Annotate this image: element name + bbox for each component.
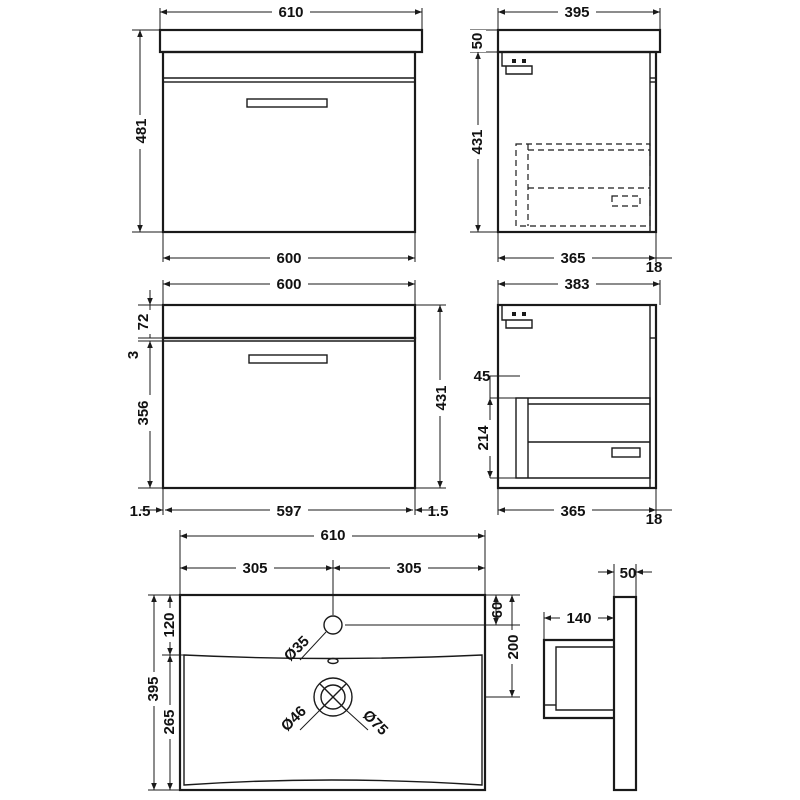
mid-drawer-handle: [248, 354, 328, 364]
dim-side-body-height: 431: [469, 129, 486, 154]
front-elevation-top: 610 481 600: [130, 2, 424, 268]
drawer-front: [162, 81, 416, 233]
side-mid-bracket: [501, 305, 533, 329]
dim-side-mid-depth-top: 383: [564, 276, 589, 293]
dim-side-mid-depth-bottom: 365: [560, 503, 585, 520]
mid-drawer-front: [161, 336, 417, 490]
dim-side-back-gap: 18: [646, 259, 663, 276]
dim-side-top-depth: 395: [564, 4, 589, 21]
dim-basin-rear-depth: 120: [161, 612, 178, 637]
mid-top-band: [161, 303, 417, 340]
side-elevation-mid: 383 45 214 365 18: [472, 274, 672, 528]
waste-inner: [320, 684, 346, 710]
dim-mid-left-margin: 1.5: [130, 503, 151, 520]
dim-side-bottom-depth: 365: [560, 250, 585, 267]
dim-side-mid-offset: 45: [474, 368, 491, 385]
basin-bowl: [183, 654, 483, 786]
basin-outline: [178, 593, 487, 792]
dim-side-top-thickness: 50: [469, 33, 486, 50]
side-elevation-top: 395 50 431 365 18: [466, 2, 672, 276]
dim-basin-half-right: 305: [396, 560, 421, 577]
dim-front-bottom-width: 600: [276, 250, 301, 267]
dim-mid-drawer-width: 597: [276, 503, 301, 520]
dim-front-height: 481: [133, 118, 150, 143]
dim-waste-outer-dia: Ø75: [359, 707, 391, 739]
wall-bracket: [501, 52, 533, 75]
dim-mid-right-margin: 1.5: [428, 503, 449, 520]
dim-basin-width: 610: [320, 527, 345, 544]
dim-waste-inner-dia: Ø46: [278, 703, 310, 735]
dim-bowl-offset: 200: [505, 634, 522, 659]
side-mid-body: [496, 303, 658, 490]
dim-side-mid-drawer-height: 214: [475, 425, 492, 451]
side-basin-top: [496, 28, 662, 54]
front-elevation-mid: 600 72 3 356 431 1.5 597 1.5: [125, 274, 450, 520]
dim-front-top-width: 610: [278, 4, 303, 21]
overflow-slot: [327, 657, 339, 665]
dim-mid-gap: 3: [125, 351, 142, 359]
dim-mid-total-height: 431: [433, 385, 450, 410]
cabinet-body: [161, 50, 417, 234]
drawer-handle: [246, 98, 328, 108]
dim-section-bowl-depth: 140: [566, 610, 591, 627]
basin-section-view: 50 140: [542, 564, 652, 792]
dim-basin-half-left: 305: [242, 560, 267, 577]
drawer-outline-hidden: [515, 143, 651, 227]
basin-plan-view: 610 305 305 60 200 120 265 395 Ø35 Ø46: [142, 526, 524, 792]
dim-tap-offset: 60: [489, 602, 506, 619]
dim-mid-drawer-height: 356: [135, 400, 152, 425]
basin-top: [158, 28, 424, 54]
dim-basin-total-depth: 395: [145, 676, 162, 701]
section-bowl: [542, 638, 614, 720]
dim-mid-top-band: 72: [135, 314, 152, 331]
dim-mid-top-width: 600: [276, 276, 301, 293]
waste-outer: [313, 677, 353, 717]
side-mid-drawer: [515, 397, 651, 479]
dim-tap-hole-dia: Ø35: [281, 633, 313, 665]
dim-side-mid-back-gap: 18: [646, 511, 663, 528]
dim-section-rim: 50: [620, 565, 637, 582]
side-body: [496, 50, 658, 234]
tap-hole: [323, 615, 343, 635]
section-rim: [612, 595, 638, 792]
dim-basin-front-depth: 265: [161, 709, 178, 734]
